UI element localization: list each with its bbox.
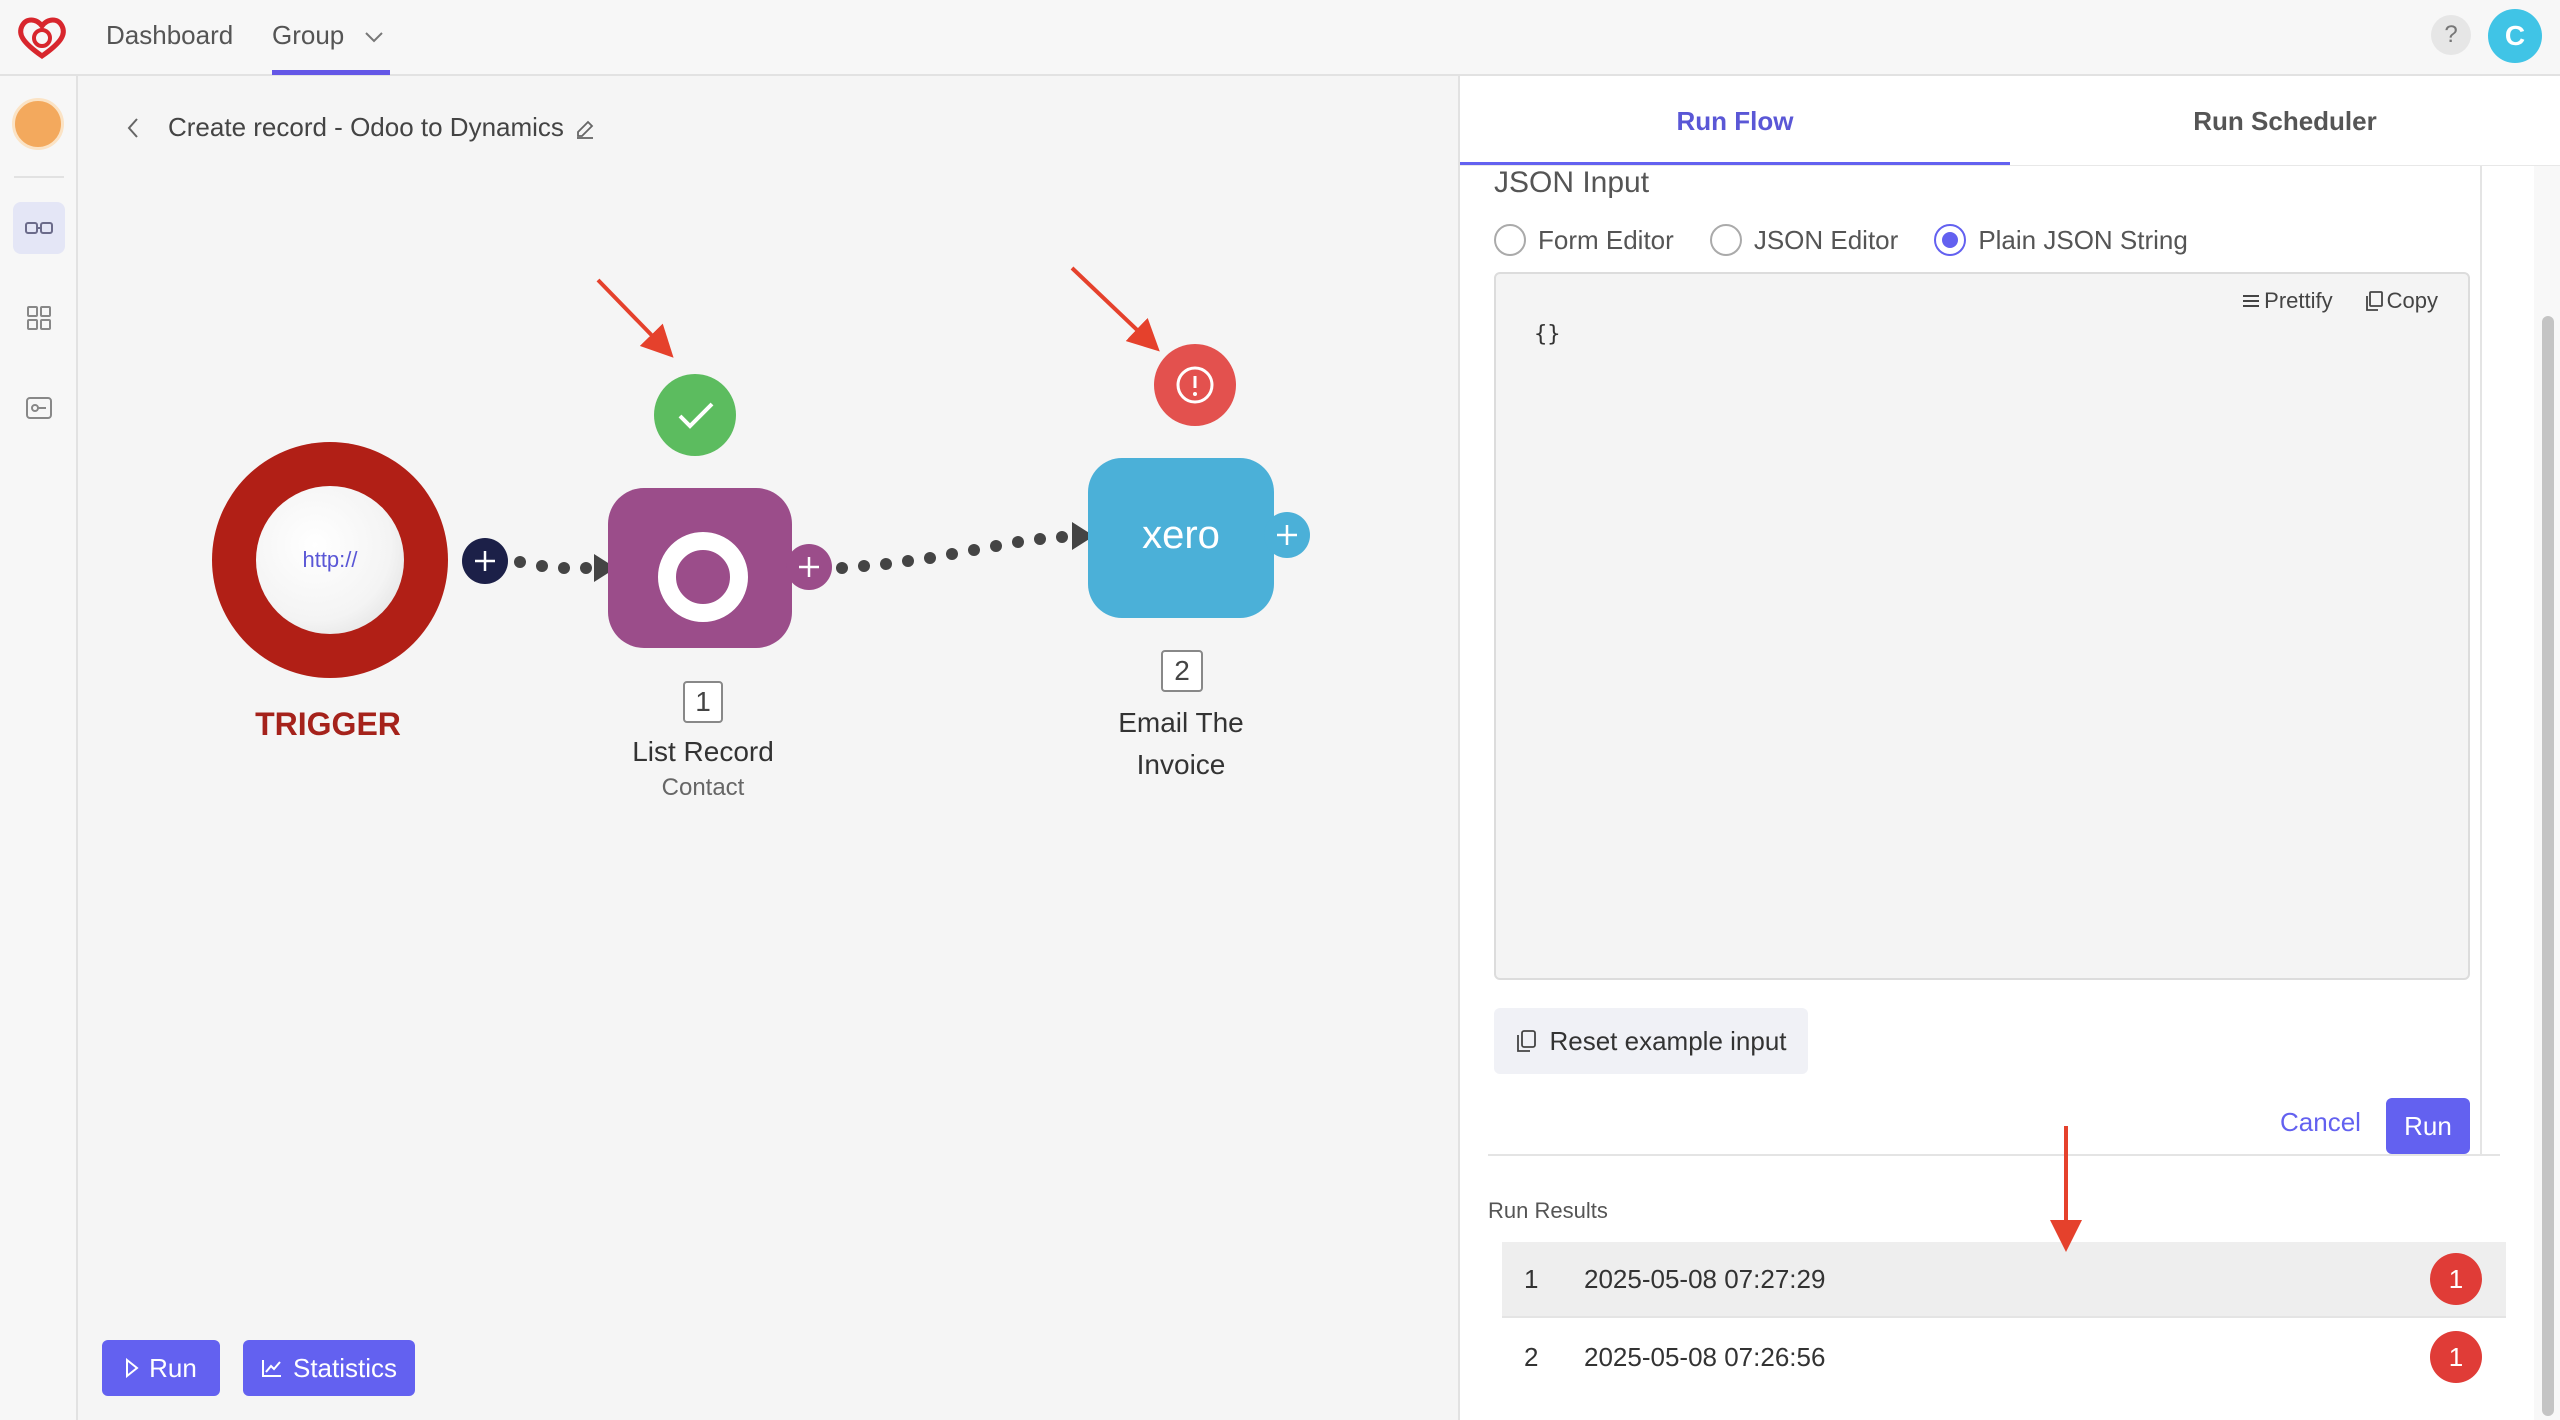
error-count-badge: 1 [2430,1331,2482,1383]
result-row[interactable]: 1 2025-05-08 07:27:29 1 [1502,1242,2506,1316]
step-2-number: 2 [1161,650,1203,692]
user-avatar[interactable]: C [2488,9,2542,63]
run-results-title: Run Results [1488,1198,1608,1223]
run-flow-button[interactable]: Run [102,1340,220,1396]
nav-dashboard[interactable]: Dashboard [106,20,234,50]
step-1-sublabel: Contact [661,774,745,801]
error-count-badge: 1 [2430,1253,2482,1305]
odoo-logo-icon [658,532,748,622]
copy-icon [2365,291,2383,311]
radio-label: JSON Editor [1753,224,1899,255]
json-editor-textarea[interactable]: Prettify Copy {} [1494,272,2470,980]
result-timestamp: 2025-05-08 07:27:29 [1584,1263,1826,1294]
run-flow-label: Run [149,1352,197,1383]
result-index: 2 [1524,1341,1539,1372]
radio-form-editor[interactable]: Form Editor [1494,224,1674,256]
lines-icon [2243,295,2260,307]
workspace-avatar[interactable] [12,98,64,150]
edit-pencil-icon[interactable] [574,118,596,140]
chevron-down-icon [364,32,383,43]
copy-label: Copy [2386,288,2438,313]
tab-run-scheduler[interactable]: Run Scheduler [2193,106,2377,136]
sidebar-item-flows[interactable] [13,202,65,254]
result-timestamp: 2025-05-08 07:26:56 [1584,1341,1826,1372]
editor-content[interactable]: {} [1534,322,1561,347]
key-icon [26,397,52,419]
radio-label: Form Editor [1538,224,1674,255]
editor-toolbar: Prettify Copy [2242,288,2438,314]
radio-circle[interactable] [1494,224,1526,256]
json-input-title: JSON Input [1494,166,1650,199]
chart-line-icon [261,1360,281,1377]
play-icon [126,1358,139,1378]
app-logo-icon[interactable] [16,14,68,60]
run-panel: Run Flow Run Scheduler JSON Input Form E… [1458,76,2560,1420]
nav-active-underline [272,70,390,75]
nav-group-dropdown[interactable]: Group [272,0,390,76]
reset-example-input-button[interactable]: Reset example input [1494,1008,1808,1074]
sidebar-item-apps[interactable] [13,292,65,344]
sidebar-item-keys[interactable] [13,382,65,434]
plus-icon [1277,525,1297,545]
statistics-label: Statistics [292,1352,398,1383]
editor-mode-radio-group: Form Editor JSON Editor Plain JSON Strin… [1494,220,2224,260]
add-step-after-step-1-button[interactable] [786,544,832,590]
step-1-success-status[interactable] [654,374,736,456]
radio-label: Plain JSON String [1978,224,2188,255]
tabs-divider [1460,165,2560,166]
tab-run-flow[interactable]: Run Flow [1676,106,1794,136]
cancel-button[interactable]: Cancel [2280,1107,2361,1137]
result-row[interactable]: 2 2025-05-08 07:26:56 1 [1502,1320,2506,1394]
grid-icon [27,306,51,330]
flow-title: Create record - Odoo to Dynamics [168,112,564,142]
prettify-label: Prettify [2264,288,2333,313]
step-1-number: 1 [683,681,723,723]
radio-plain-json-string[interactable]: Plain JSON String [1934,224,2188,256]
sidebar-divider [14,176,64,178]
left-sidebar [0,76,78,1420]
row-divider [1502,1316,2506,1318]
prettify-button[interactable]: Prettify [2242,288,2333,314]
radio-json-editor[interactable]: JSON Editor [1709,224,1899,256]
trigger-http-badge[interactable]: http:// [256,486,404,634]
xero-email-invoice-node[interactable]: xero [1088,458,1274,618]
step-2-label-line1: Email The [1118,707,1244,738]
flow-canvas[interactable]: Create record - Odoo to Dynamics http://… [80,78,1458,1420]
step-2-label-line2: Invoice [1136,749,1226,780]
flow-link-icon [25,222,53,234]
add-step-after-step-2-button[interactable] [1264,512,1310,558]
check-icon [678,402,714,429]
inner-scroll-divider [2480,166,2482,1156]
copy-button[interactable]: Copy [2365,288,2438,314]
back-chevron-icon[interactable] [124,116,142,140]
help-button[interactable]: ? [2431,15,2471,55]
flow-edges [514,522,1094,582]
panel-scrollbar-thumb[interactable] [2542,316,2554,1416]
add-step-after-trigger-button[interactable] [462,538,508,584]
radio-circle[interactable] [1709,224,1742,256]
copy-icon [1517,1030,1537,1052]
run-button[interactable]: Run [2386,1098,2470,1154]
step-1-label: List Record [632,736,774,767]
statistics-button[interactable]: Statistics [243,1340,415,1396]
radio-circle-checked[interactable] [1934,224,1967,256]
plus-icon [799,557,819,577]
nav-group-label: Group [272,20,345,50]
step-2-label: Email The Invoice [1080,702,1282,786]
alert-circle-icon [1176,366,1214,404]
step-2-error-status[interactable] [1154,344,1236,426]
plus-icon [475,551,495,571]
reset-example-input-label: Reset example input [1549,1025,1787,1056]
results-divider [1488,1154,2500,1156]
result-index: 1 [1524,1263,1539,1294]
top-nav-bar: Dashboard Group ? C [0,0,2560,76]
trigger-label: TRIGGER [255,706,401,742]
active-tab-underline [1460,162,2010,165]
